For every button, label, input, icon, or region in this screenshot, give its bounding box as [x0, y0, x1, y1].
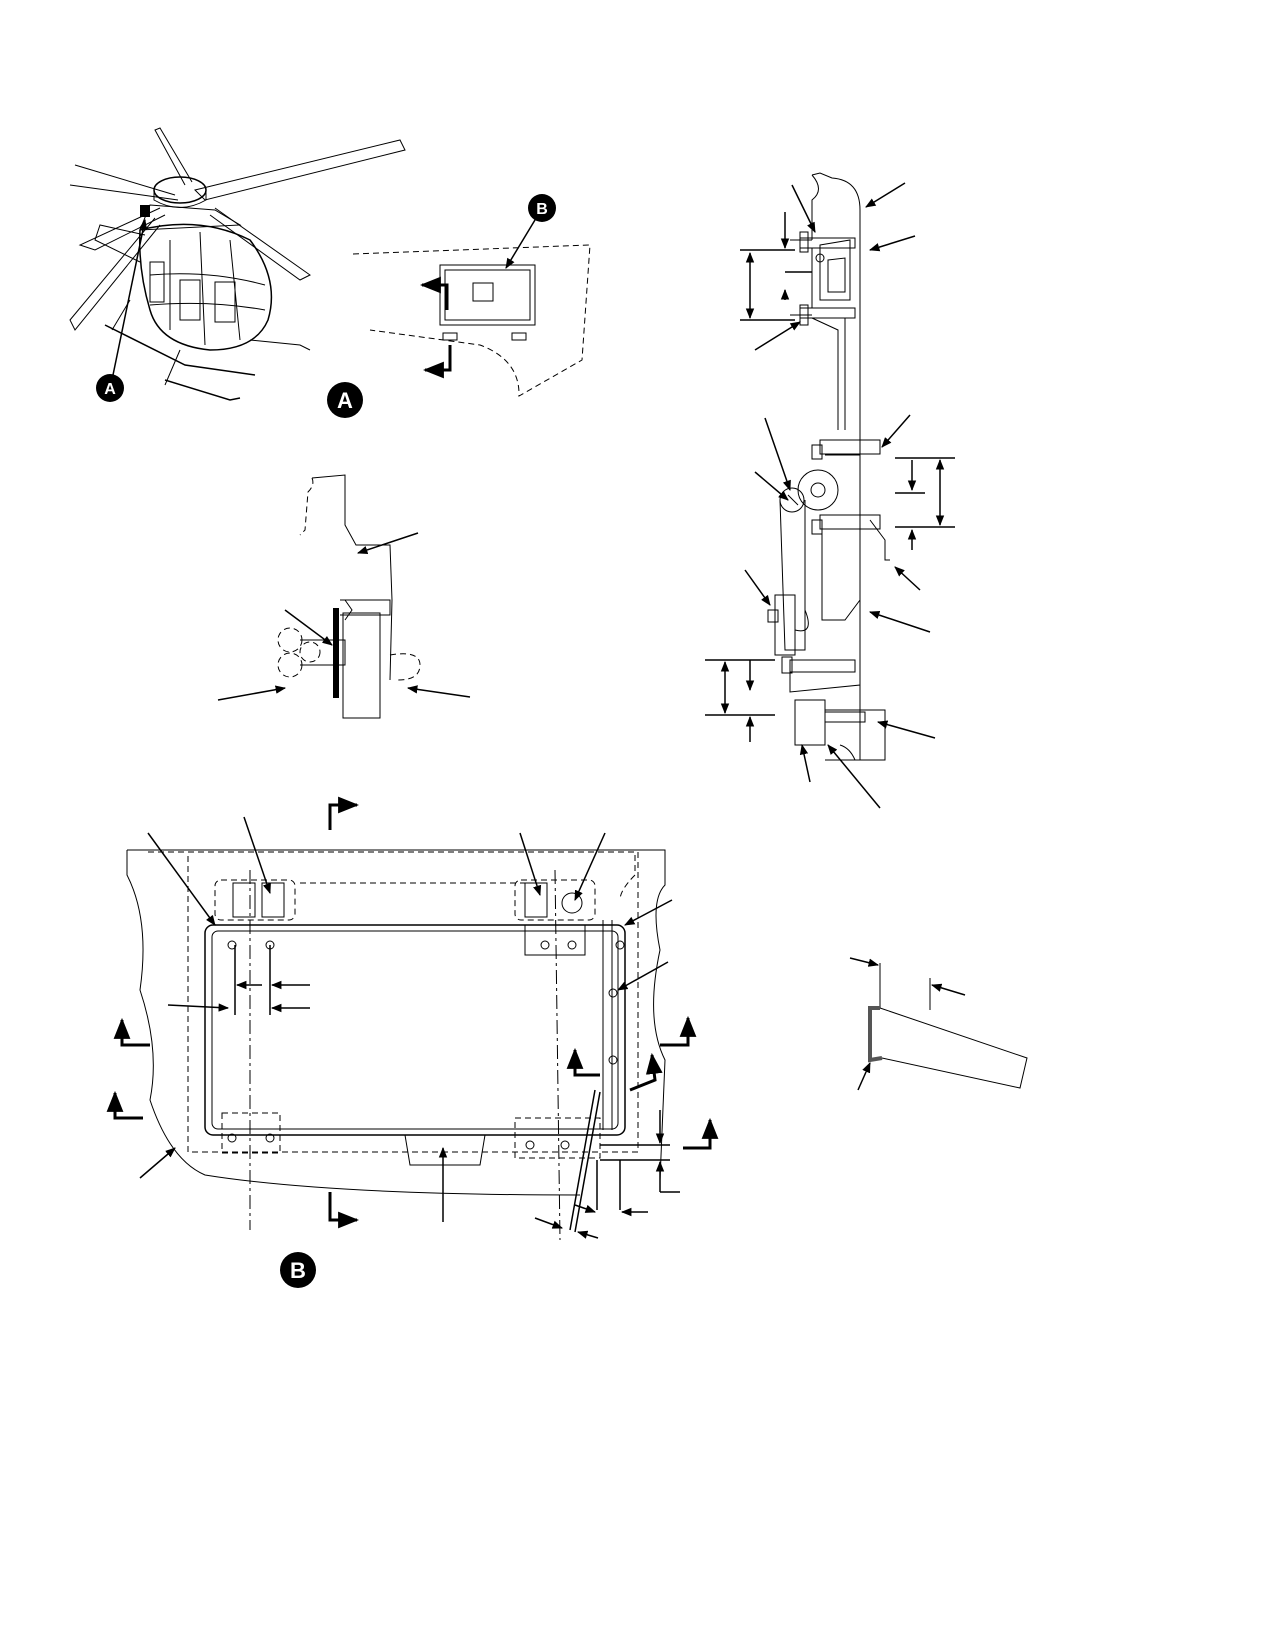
- callout-badge-a: [96, 374, 124, 402]
- detail-a-title-badge: [327, 382, 363, 418]
- callout-label-b: B: [536, 201, 548, 218]
- helicopter-overview: A: [69, 127, 406, 402]
- detail-b-view: B: [106, 796, 719, 1288]
- latch-section-view: [217, 474, 471, 719]
- callout-label-a: A: [104, 381, 116, 398]
- callout-badge-b: [528, 194, 556, 222]
- detail-a-title: A: [337, 388, 353, 413]
- seal-detail-view: [849, 957, 1028, 1091]
- detail-b-title-badge: [280, 1252, 316, 1288]
- detail-a-view: B A: [327, 194, 591, 418]
- hinge-section-view: [705, 172, 955, 809]
- detail-b-title: B: [290, 1258, 306, 1283]
